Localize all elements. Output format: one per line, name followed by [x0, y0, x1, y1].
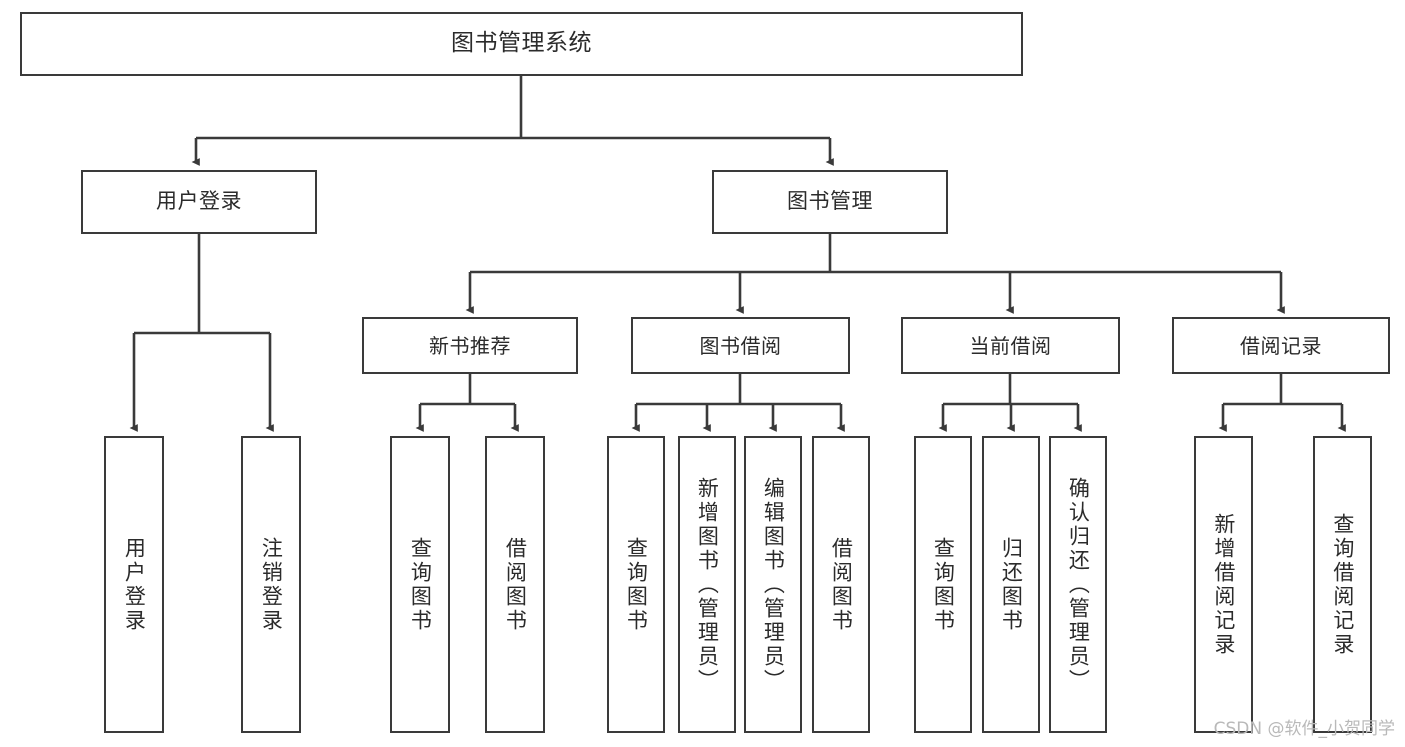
node-label: 当前借阅 [969, 333, 1052, 358]
node-book-management[interactable]: 图书管理 [712, 170, 948, 234]
node-label: 新增图书（管理员） [695, 476, 720, 693]
node-label: 确认归还（管理员） [1066, 476, 1091, 693]
leaf-borrow-book[interactable]: 借阅图书 [812, 436, 870, 733]
node-label: 借阅图书 [503, 536, 528, 633]
leaf-user-login[interactable]: 用户登录 [104, 436, 164, 733]
leaf-logout[interactable]: 注销登录 [241, 436, 301, 733]
node-label: 归还图书 [999, 536, 1024, 633]
node-label: 查询图书 [408, 536, 433, 633]
leaf-add-borrow-record[interactable]: 新增借阅记录 [1194, 436, 1253, 733]
node-label: 用户登录 [156, 189, 242, 214]
node-root-system[interactable]: 图书管理系统 [20, 12, 1023, 76]
node-label: 新书推荐 [429, 333, 511, 358]
leaf-query-book-newbook[interactable]: 查询图书 [390, 436, 450, 733]
node-label: 借阅记录 [1240, 333, 1322, 358]
node-label: 借阅图书 [829, 536, 854, 633]
leaf-add-book-admin[interactable]: 新增图书（管理员） [678, 436, 736, 733]
leaf-confirm-return-admin[interactable]: 确认归还（管理员） [1049, 436, 1107, 733]
node-label: 编辑图书（管理员） [761, 476, 786, 693]
node-label: 查询图书 [931, 536, 956, 633]
node-label: 图书借阅 [699, 333, 782, 358]
leaf-return-book[interactable]: 归还图书 [982, 436, 1040, 733]
node-borrow-record[interactable]: 借阅记录 [1172, 317, 1390, 374]
node-new-book-recommend[interactable]: 新书推荐 [362, 317, 578, 374]
leaf-borrow-book-newbook[interactable]: 借阅图书 [485, 436, 545, 733]
leaf-query-book-borrow[interactable]: 查询图书 [607, 436, 665, 733]
node-label: 查询借阅记录 [1330, 512, 1355, 657]
node-label: 新增借阅记录 [1211, 512, 1236, 657]
csdn-watermark: CSDN @软件_小贺同学 [1213, 719, 1395, 739]
node-current-borrow[interactable]: 当前借阅 [901, 317, 1120, 374]
node-book-borrow[interactable]: 图书借阅 [631, 317, 850, 374]
leaf-edit-book-admin[interactable]: 编辑图书（管理员） [744, 436, 802, 733]
node-user-login[interactable]: 用户登录 [81, 170, 317, 234]
node-label: 用户登录 [122, 536, 147, 633]
leaf-query-borrow-record[interactable]: 查询借阅记录 [1313, 436, 1372, 733]
node-label: 图书管理 [787, 189, 873, 214]
node-label: 注销登录 [259, 536, 284, 633]
leaf-query-book-current[interactable]: 查询图书 [914, 436, 972, 733]
node-label: 查询图书 [624, 536, 649, 633]
node-label: 图书管理系统 [451, 30, 592, 57]
